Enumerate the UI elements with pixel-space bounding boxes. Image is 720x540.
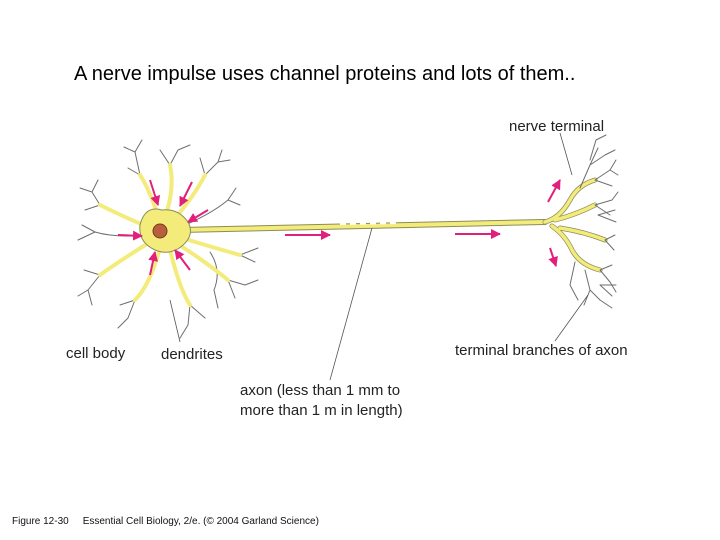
axon-label-line-2: more than 1 m in length) bbox=[240, 402, 403, 419]
slide-title: A nerve impulse uses channel proteins an… bbox=[74, 63, 576, 85]
leader-axon bbox=[329, 227, 373, 381]
terminal-branches-label: terminal branches of axon bbox=[455, 342, 628, 359]
axon-label: axon (less than 1 mm to more than 1 m in… bbox=[240, 381, 403, 421]
figure-source: Essential Cell Biology, 2/e. (© 2004 Gar… bbox=[82, 516, 319, 527]
cell-body bbox=[139, 208, 191, 253]
figure-caption: Figure 12-30 Essential Cell Biology, 2/e.… bbox=[12, 515, 319, 529]
axon-label-line-1: axon (less than 1 mm to bbox=[240, 382, 401, 399]
arrow-terminal-up bbox=[547, 179, 561, 203]
arrow-dendrite-6 bbox=[174, 249, 191, 271]
arrow-dendrite-4 bbox=[117, 230, 143, 241]
arrow-terminal-down bbox=[548, 247, 558, 267]
impulse-arrows bbox=[117, 179, 561, 276]
nucleus bbox=[152, 223, 168, 239]
arrow-dendrite-3 bbox=[187, 209, 209, 223]
arrow-dendrite-1 bbox=[149, 179, 161, 206]
leader-dendrites bbox=[169, 299, 181, 343]
leader-nerve-terminal bbox=[559, 132, 573, 176]
nerve-terminal-label: nerve terminal bbox=[509, 118, 605, 135]
leader-lines bbox=[169, 132, 589, 381]
leader-terminal-branches bbox=[554, 294, 589, 342]
terminal-branches bbox=[542, 134, 619, 309]
cell-body-label: cell body bbox=[66, 345, 126, 362]
arrow-dendrite-2 bbox=[179, 181, 193, 207]
axon bbox=[177, 219, 548, 233]
arrow-dendrite-5 bbox=[148, 251, 158, 276]
figure-number: Figure 12-30 bbox=[12, 516, 69, 527]
dendrites-label: dendrites bbox=[161, 346, 223, 363]
